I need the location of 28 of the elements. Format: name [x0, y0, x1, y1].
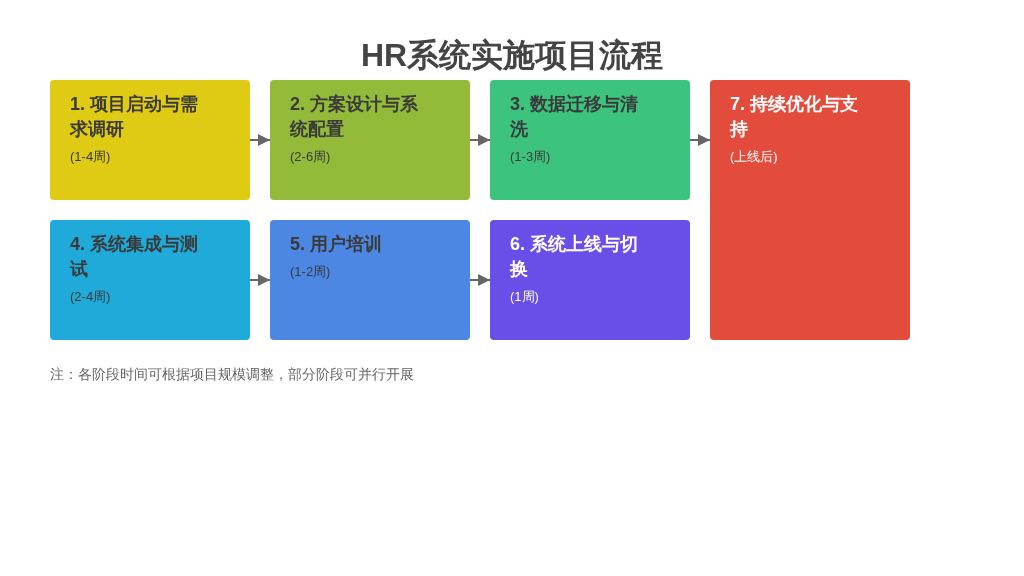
step-title: 5. 用户培训 [290, 233, 383, 256]
step-title: 7. 持续优化与支持 [730, 93, 859, 141]
duration-text: (1-2周) [290, 263, 332, 281]
duration-text: (上线后) [730, 148, 779, 166]
arrow [689, 134, 711, 146]
step-title: 4. 系统集成与测试 [70, 233, 199, 281]
step-title: 6. 系统上线与切换 [510, 233, 639, 281]
arrow [469, 274, 491, 286]
process-box [270, 220, 470, 340]
duration-text: (1周) [510, 288, 540, 306]
step-title: 2. 方案设计与系统配置 [290, 93, 419, 141]
title: HR系统实施项目流程 [359, 36, 665, 75]
duration-text: (2-6周) [290, 148, 332, 166]
duration-text: (2-4周) [70, 288, 112, 306]
process-box [270, 80, 470, 200]
process-box [50, 220, 250, 340]
arrow [249, 134, 271, 146]
note-text: 注：各阶段时间可根据项目规模调整，部分阶段可并行开展 [50, 366, 414, 384]
arrow [469, 134, 491, 146]
process-box [490, 220, 690, 340]
process-box [50, 80, 250, 200]
process-box [490, 80, 690, 200]
step-title: 3. 数据迁移与清洗 [510, 93, 639, 141]
duration-text: (1-3周) [510, 148, 552, 166]
arrow [249, 274, 271, 286]
step-title: 1. 项目启动与需求调研 [70, 93, 199, 141]
duration-text: (1-4周) [70, 148, 112, 166]
process-box [710, 80, 910, 340]
